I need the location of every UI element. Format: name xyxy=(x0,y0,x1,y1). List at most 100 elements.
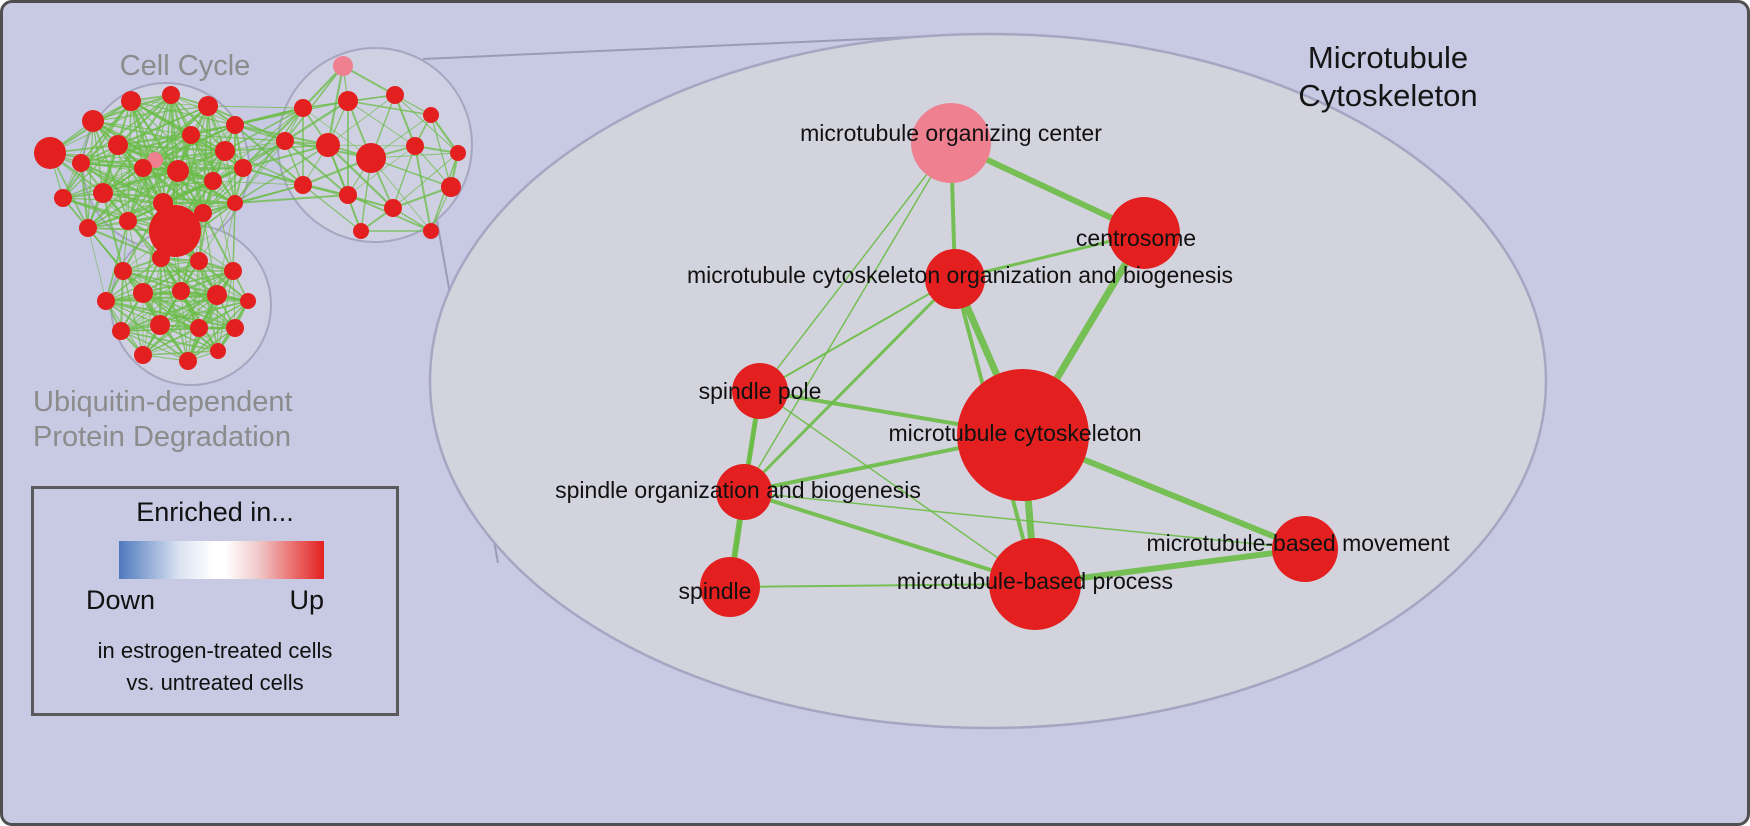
edge-spindle-mbp[interactable] xyxy=(729,583,1036,588)
overview-edge xyxy=(154,94,172,161)
overview-node-cc-15[interactable] xyxy=(204,172,222,190)
overview-edge xyxy=(142,260,200,294)
legend-caption: in estrogen-treated cells vs. untreated … xyxy=(97,638,333,695)
overview-node-mt-26[interactable] xyxy=(386,86,404,104)
overview-node-cc-14[interactable] xyxy=(167,160,189,182)
overview-node-ub-46[interactable] xyxy=(207,285,227,305)
overview-node-cc-18[interactable] xyxy=(119,212,137,230)
overview-node-cc-17[interactable] xyxy=(79,219,97,237)
edge-mct_org-spindle_pole[interactable] xyxy=(759,278,956,392)
overview-node-ub-54[interactable] xyxy=(210,343,226,359)
overview-edge xyxy=(142,327,236,356)
overview-node-ub-48[interactable] xyxy=(112,322,130,340)
edge-moc-spindle_pole[interactable] xyxy=(759,142,952,392)
overview-node-ub-50[interactable] xyxy=(190,319,208,337)
overview-node-cc-21[interactable] xyxy=(227,195,243,211)
overview-edge xyxy=(117,134,192,146)
overview-node-mt-38[interactable] xyxy=(353,223,369,239)
overview-edge xyxy=(242,144,329,169)
overview-edge xyxy=(187,327,236,362)
overview-edge xyxy=(130,100,236,126)
overview-edge xyxy=(180,270,234,292)
overview-node-ub-45[interactable] xyxy=(172,282,190,300)
overview-node-ub-51[interactable] xyxy=(226,319,244,337)
overview-edge xyxy=(162,166,244,205)
overview-node-cc-2[interactable] xyxy=(121,91,141,111)
overview-node-ub-42[interactable] xyxy=(224,262,242,280)
overview-node-mt-31[interactable] xyxy=(406,137,424,155)
node-mbm[interactable] xyxy=(1272,516,1338,582)
overview-edge xyxy=(242,107,304,169)
overview-node-cc-13[interactable] xyxy=(134,159,152,177)
overview-node-mt-33[interactable] xyxy=(441,177,461,197)
overview-node-cc-0[interactable] xyxy=(34,137,66,169)
edge-spindle_org-mbm[interactable] xyxy=(743,491,1306,550)
edge-spindle_org-mbp[interactable] xyxy=(742,490,1037,586)
overview-node-ub-43[interactable] xyxy=(97,292,115,310)
overview-node-ub-53[interactable] xyxy=(179,352,197,370)
overview-edge xyxy=(80,94,172,164)
overview-node-cc-22[interactable] xyxy=(149,205,201,257)
node-label-mbm: microtubule-based movement xyxy=(1147,530,1451,556)
overview-node-mt-34[interactable] xyxy=(294,176,312,194)
overview-edge xyxy=(87,227,162,259)
overview-node-mt-25[interactable] xyxy=(338,91,358,111)
overview-node-mt-28[interactable] xyxy=(276,132,294,150)
zoom-connector-line-top xyxy=(422,35,934,60)
node-moc[interactable] xyxy=(911,103,991,183)
overview-edge xyxy=(392,186,452,209)
overview-node-cc-16[interactable] xyxy=(234,159,252,177)
edge-spindle_pole-mbp[interactable] xyxy=(759,390,1036,585)
overview-edge xyxy=(216,202,236,296)
overview-node-mt-35[interactable] xyxy=(339,186,357,204)
overview-edge xyxy=(105,260,200,302)
overview-node-mt-30[interactable] xyxy=(356,143,386,173)
overview-node-ub-44[interactable] xyxy=(133,283,153,303)
overview-node-cc-5[interactable] xyxy=(226,116,244,134)
overview-edge xyxy=(142,292,200,329)
edge-moc-spindle_org[interactable] xyxy=(743,142,952,493)
overview-node-cc-7[interactable] xyxy=(108,135,128,155)
node-centrosome[interactable] xyxy=(1108,197,1180,269)
overview-node-ub-52[interactable] xyxy=(134,346,152,364)
overview-node-mt-24[interactable] xyxy=(294,99,312,117)
overview-edge xyxy=(142,350,219,356)
overview-node-ub-40[interactable] xyxy=(152,249,170,267)
overview-edge xyxy=(87,170,179,229)
node-spindle[interactable] xyxy=(700,557,760,617)
overview-node-mt-27[interactable] xyxy=(423,107,439,123)
legend-title: Enriched in... xyxy=(136,497,294,527)
node-spindle_org[interactable] xyxy=(716,464,772,520)
overview-node-ub-49[interactable] xyxy=(150,315,170,335)
edge-mct_org-spindle_org[interactable] xyxy=(742,277,957,494)
overview-node-cc-1[interactable] xyxy=(82,110,104,132)
overview-node-cc-6[interactable] xyxy=(72,154,90,172)
overview-edge xyxy=(190,106,304,137)
overview-node-ub-47[interactable] xyxy=(240,293,256,309)
overview-node-mt-23[interactable] xyxy=(333,56,353,76)
overview-node-mt-32[interactable] xyxy=(450,145,466,161)
overview-node-cc-10[interactable] xyxy=(215,141,235,161)
overview-node-cc-9[interactable] xyxy=(182,126,200,144)
node-mbp[interactable] xyxy=(989,538,1081,630)
overview-node-mt-36[interactable] xyxy=(384,199,402,217)
overview-edge xyxy=(120,260,200,332)
overview-edge xyxy=(370,157,432,232)
overview-node-cc-12[interactable] xyxy=(93,183,113,203)
overview-edge xyxy=(142,292,236,329)
network-canvas[interactable]: microtubule organizing centercentrosomem… xyxy=(3,3,1750,826)
overview-edge xyxy=(394,94,416,147)
node-mct_org[interactable] xyxy=(925,249,985,309)
overview-node-mt-29[interactable] xyxy=(316,133,340,157)
overview-node-ub-41[interactable] xyxy=(190,252,208,270)
node-label-spindle_org: spindle organization and biogenesis xyxy=(555,477,921,503)
node-mct[interactable] xyxy=(957,369,1089,501)
overview-edge xyxy=(224,140,286,152)
overview-node-cc-11[interactable] xyxy=(54,189,72,207)
overview-node-mt-37[interactable] xyxy=(423,223,439,239)
overview-node-cc-4[interactable] xyxy=(198,96,218,116)
overview-node-cc-20[interactable] xyxy=(194,204,212,222)
overview-node-cc-3[interactable] xyxy=(162,86,180,104)
overview-node-ub-39[interactable] xyxy=(114,262,132,280)
node-spindle_pole[interactable] xyxy=(732,363,788,419)
